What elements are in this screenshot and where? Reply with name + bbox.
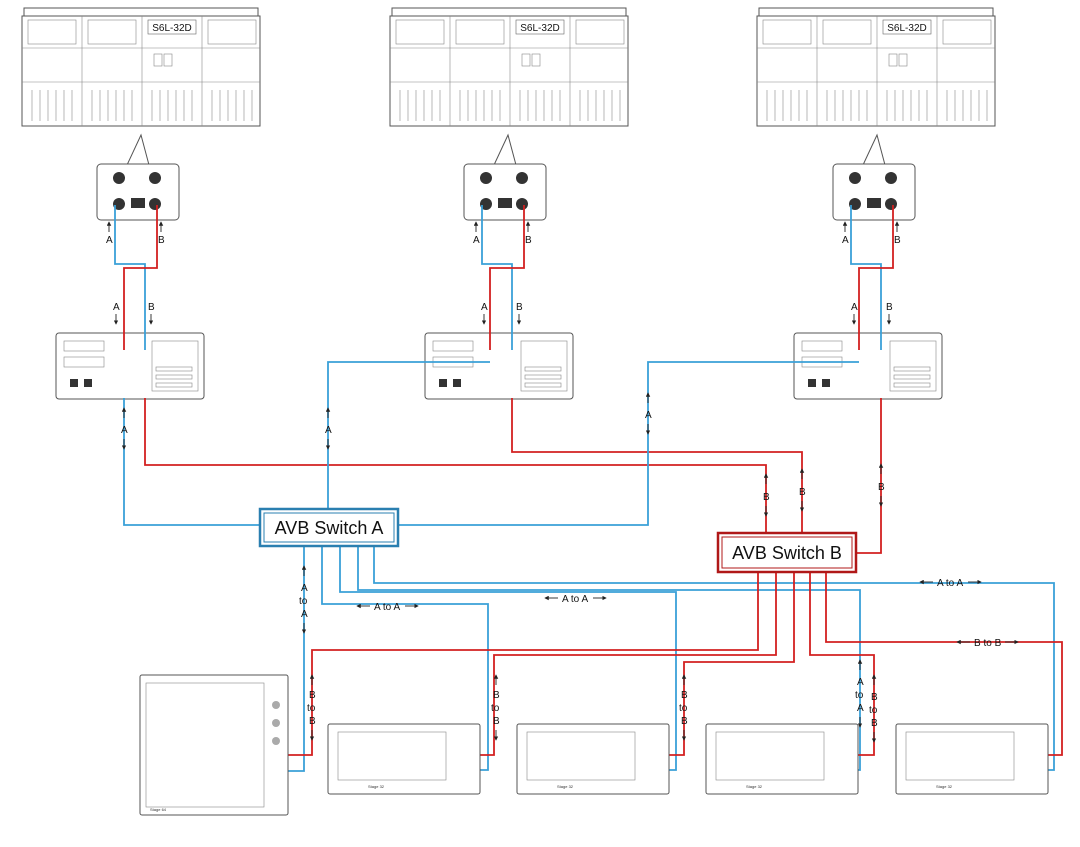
stagebox-1-model: Stage 64 (150, 807, 167, 812)
label-vert-b1: B (309, 690, 316, 701)
label-b-link2: B (799, 487, 806, 498)
label-vert-to6: to (869, 705, 878, 716)
wire-b-stage-2 (470, 572, 777, 756)
label-vert-a4: A (857, 703, 864, 714)
wire-b-console-3 (858, 205, 894, 350)
wire-b-engine-3 (856, 398, 882, 554)
label-vert-a2: A (301, 609, 308, 620)
label-a-to-a-1: A to A (374, 602, 400, 613)
wire-b-engine-1 (144, 398, 767, 533)
label-a-p3: A (842, 235, 849, 246)
stagebox-3-model: Stage 32 (557, 784, 574, 789)
stagebox-3: Stage 32 (516, 723, 670, 795)
label-a-p1: A (106, 235, 113, 246)
panel-arrow-labels: A B A B A B (106, 221, 901, 246)
label-b-p2: B (525, 235, 532, 246)
avb-switch-b: AVB Switch B (716, 531, 858, 574)
wire-b-console-1 (123, 205, 158, 350)
engine-arrow-labels: A B A B A B (113, 302, 893, 325)
label-vert-b5: B (681, 690, 688, 701)
console-2-faders (399, 90, 621, 121)
label-vert-to5: to (855, 690, 864, 701)
label-a-e2: A (481, 302, 488, 313)
label-vert-to1: to (299, 596, 308, 607)
wires-engine-switch (123, 361, 882, 554)
label-b-p1: B (158, 235, 165, 246)
console-1: S6L-32D (21, 7, 261, 127)
horizontal-link-labels: A to A A to A A to A B to B (356, 578, 1019, 649)
console-3-network-panel (832, 133, 916, 221)
label-b-p3: B (894, 235, 901, 246)
label-b-e2: B (516, 302, 523, 313)
label-a-e1: A (113, 302, 120, 313)
label-vert-a1: A (301, 583, 308, 594)
wire-a-console-1 (114, 205, 146, 350)
label-b-to-b-1: B to B (974, 638, 1002, 649)
label-vert-a3: A (857, 677, 864, 688)
wire-b-engine-2 (511, 398, 803, 533)
label-vert-b7: B (871, 692, 878, 703)
wire-a-stage-2 (321, 546, 489, 771)
wire-b-stage-4 (809, 572, 875, 756)
label-vert-b8: B (871, 718, 878, 729)
console-1-faders (31, 90, 253, 121)
label-a-link3: A (645, 410, 652, 421)
stagebox-1: Stage 64 (139, 674, 289, 816)
wire-a-engine-3 (398, 361, 859, 526)
wire-b-stage-3 (658, 572, 795, 756)
wires-console-engine (114, 205, 894, 350)
label-a-to-a-2: A to A (562, 594, 588, 605)
label-b-link3: B (878, 482, 885, 493)
stagebox-4: Stage 32 (705, 723, 859, 795)
label-vert-to4: to (679, 703, 688, 714)
label-a-link2: A (325, 425, 332, 436)
label-a-p2: A (473, 235, 480, 246)
wire-a-stage-3 (339, 546, 677, 771)
console-3-faders (766, 90, 988, 121)
console-1-model: S6L-32D (152, 23, 191, 34)
wire-b-stage-5 (825, 572, 1063, 756)
label-b-e3: B (886, 302, 893, 313)
console-2-network-panel (463, 133, 547, 221)
label-a-e3: A (851, 302, 858, 313)
stagebox-2: Stage 32 (327, 723, 481, 795)
stagebox-4-model: Stage 32 (746, 784, 763, 789)
vertical-stacked-labels: A to A B to B B to B B to B A to A B to … (299, 565, 878, 743)
wire-a-console-2 (481, 205, 513, 350)
label-vert-to2: to (307, 703, 316, 714)
console-1-network-panel (96, 133, 180, 221)
label-vert-b6: B (681, 716, 688, 727)
console-3: S6L-32D (756, 7, 996, 127)
avb-switch-a-label: AVB Switch A (275, 518, 384, 538)
label-vert-b3: B (493, 690, 500, 701)
wire-a-console-3 (850, 205, 882, 350)
label-a-link1: A (121, 425, 128, 436)
stagebox-5: Stage 32 (895, 723, 1049, 795)
wire-a-stage-1 (282, 546, 305, 772)
engine-2 (424, 332, 574, 400)
console-2-model: S6L-32D (520, 23, 559, 34)
wire-a-engine-2 (327, 361, 490, 512)
label-vert-to3: to (491, 703, 500, 714)
engine-3 (793, 332, 943, 400)
wire-b-stage-1 (282, 572, 759, 756)
console-2: S6L-32D (389, 7, 629, 127)
label-b-link1: B (763, 492, 770, 503)
label-a-to-a-3: A to A (937, 578, 963, 589)
console-3-model: S6L-32D (887, 23, 926, 34)
avb-switch-b-label: AVB Switch B (732, 543, 842, 563)
stagebox-5-model: Stage 32 (936, 784, 953, 789)
avb-switch-a: AVB Switch A (258, 507, 400, 548)
wire-b-console-2 (489, 205, 525, 350)
label-b-e1: B (148, 302, 155, 313)
stagebox-2-model: Stage 32 (368, 784, 385, 789)
engine-1 (55, 332, 205, 400)
link-arrow-labels: A A A B B B (121, 392, 885, 517)
label-vert-b2: B (309, 716, 316, 727)
label-vert-b4: B (493, 716, 500, 727)
